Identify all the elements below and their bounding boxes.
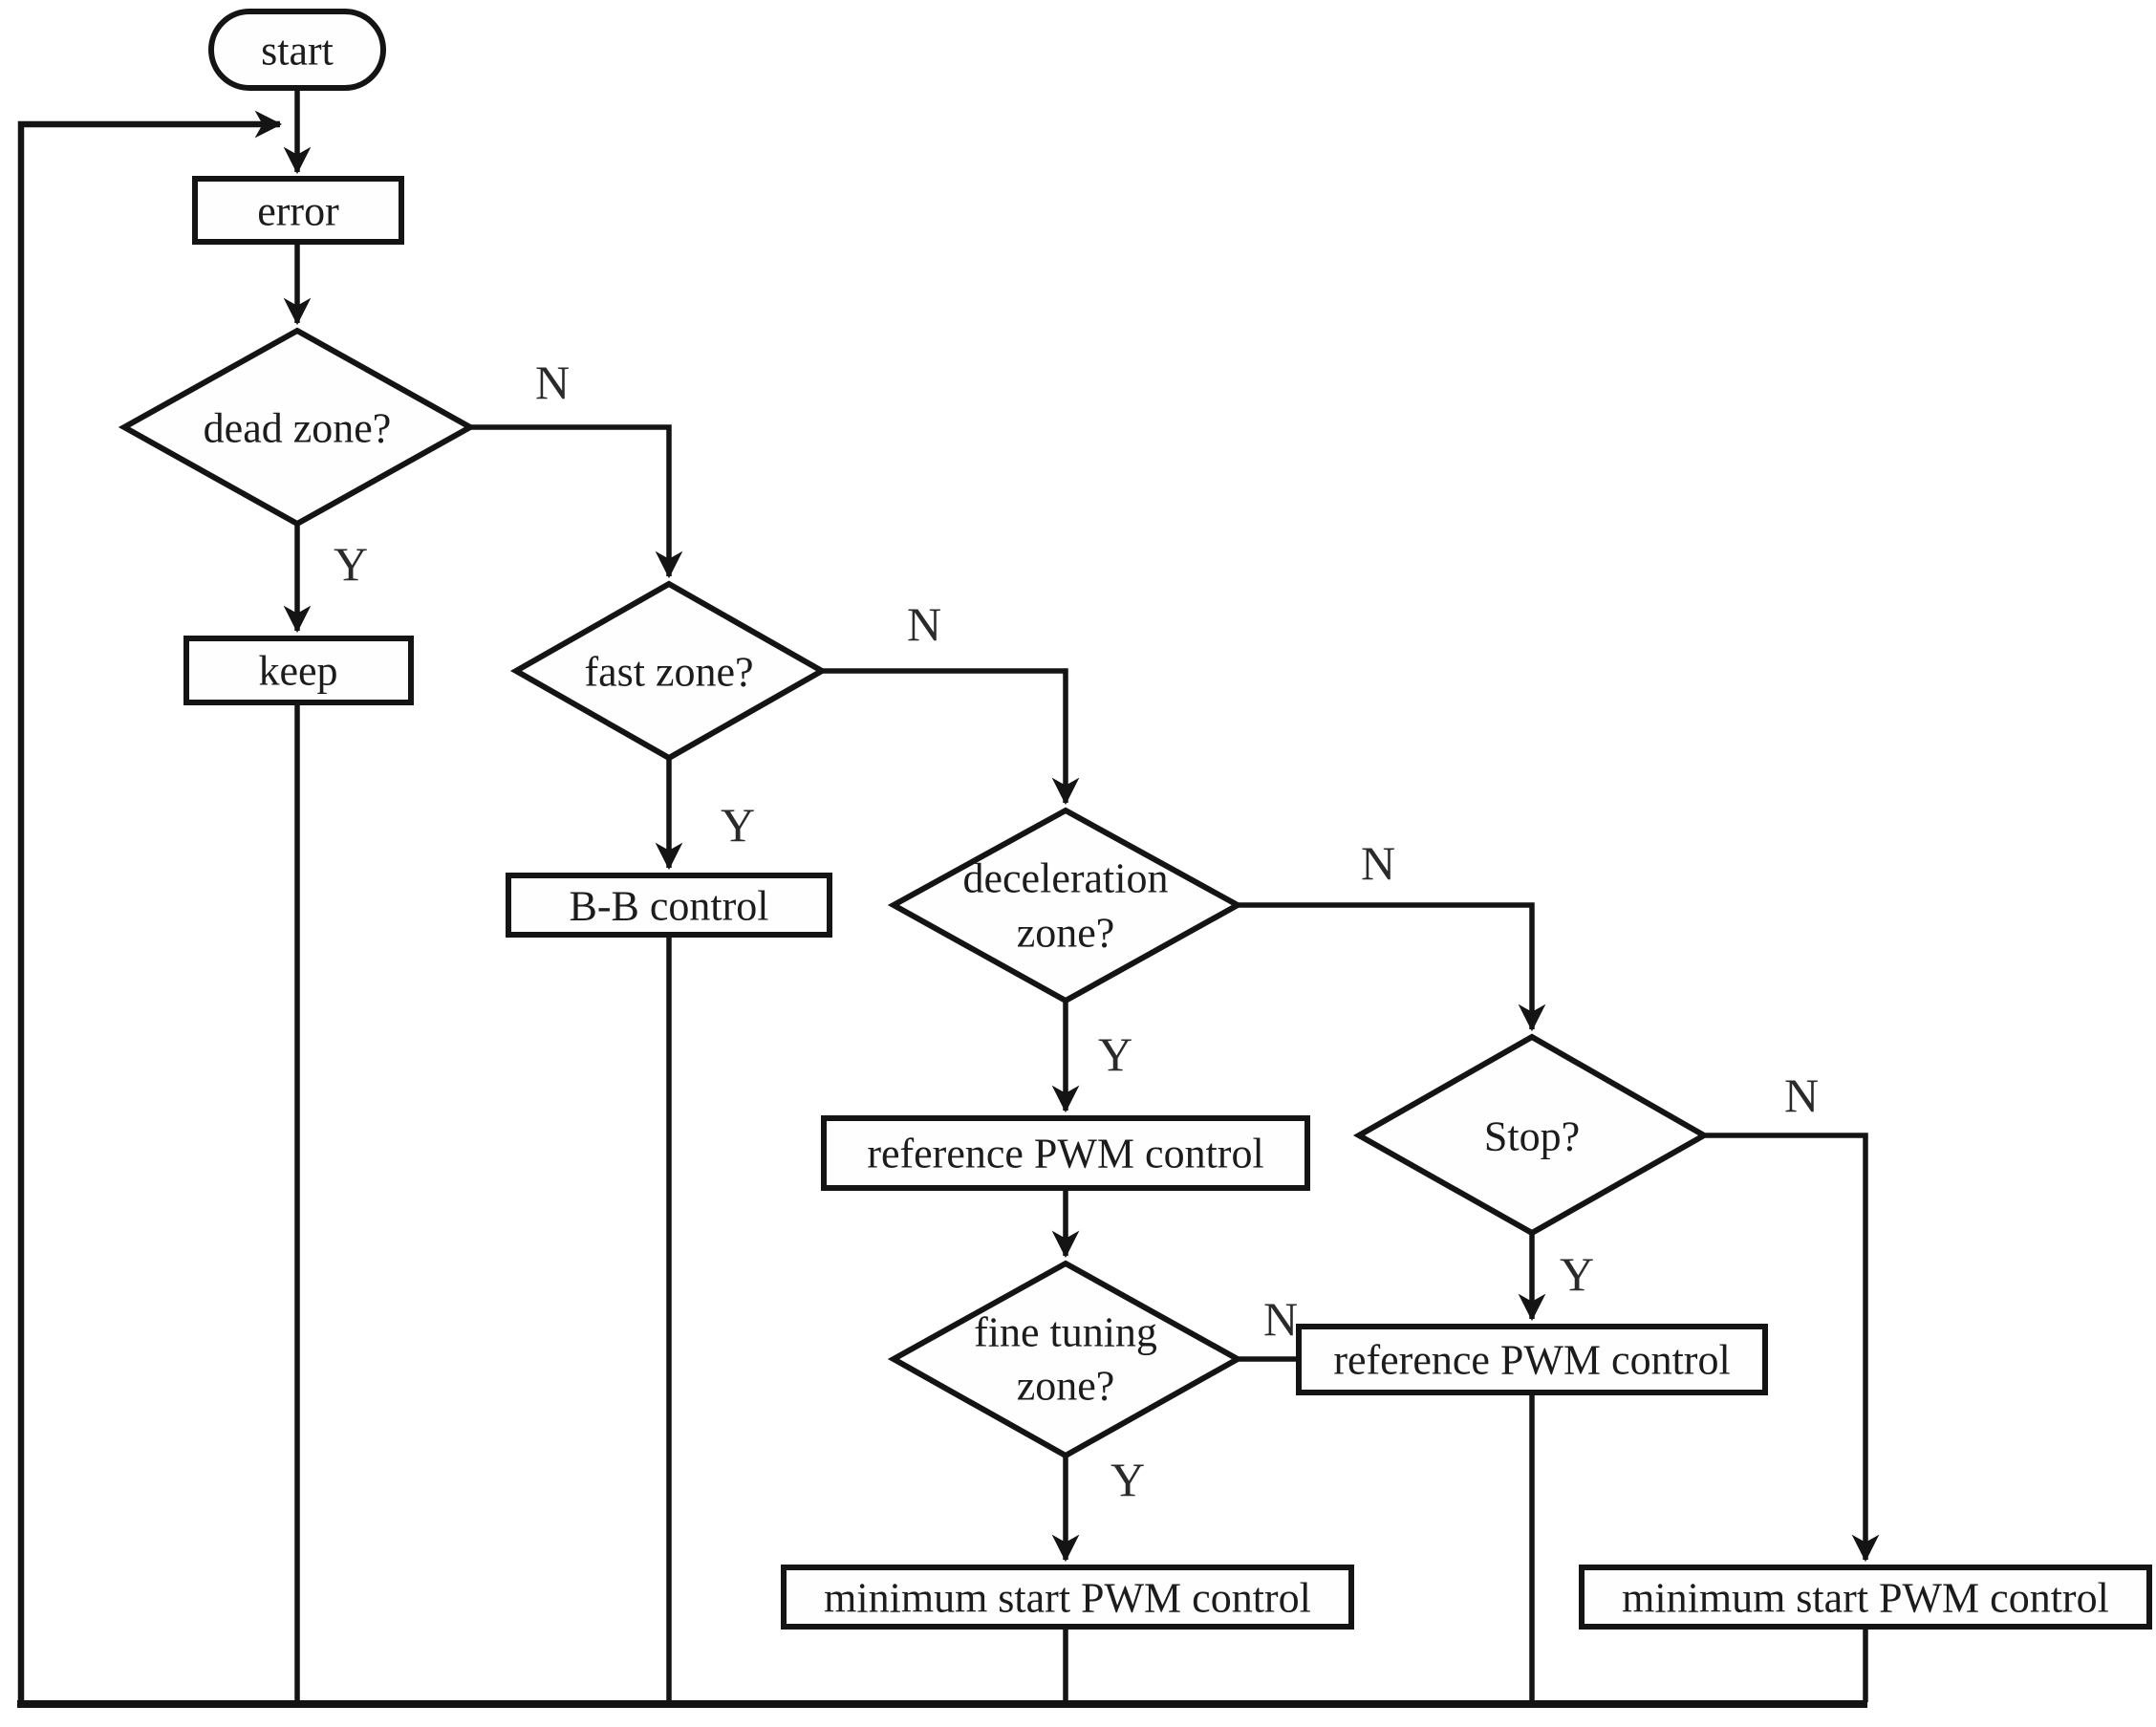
deceleration-zone-label-line1: deceleration — [963, 855, 1169, 902]
node-bb-control: B-B control — [506, 873, 832, 938]
keep-label: keep — [258, 648, 337, 695]
node-stop: Stop? — [1352, 1033, 1711, 1237]
branch-label-fine-tuning-yes: Y — [1110, 1453, 1145, 1506]
fine-tuning-zone-label-line1: fine tuning — [974, 1309, 1157, 1356]
stop-decision-shape — [1352, 1033, 1711, 1237]
reference-pwm-1-label: reference PWM control — [867, 1131, 1263, 1177]
fine-tuning-zone-decision-shape — [887, 1260, 1244, 1459]
dead-zone-decision-shape — [118, 327, 477, 528]
edge-stop-no — [1704, 1133, 1880, 1563]
fast-zone-label: fast zone? — [584, 649, 753, 696]
stop-label: Stop? — [1484, 1113, 1580, 1160]
error-process-shape — [192, 176, 404, 245]
min-start-pwm-right-process-shape — [1579, 1565, 2152, 1630]
min-start-pwm-right-label: minimum start PWM control — [1622, 1575, 2109, 1622]
edge-fast-zone-no — [822, 668, 1080, 806]
min-start-pwm-left-process-shape — [781, 1565, 1354, 1630]
fine-tuning-zone-label-line2: zone? — [1017, 1363, 1115, 1410]
branch-label-fast-zone-no: N — [907, 597, 941, 651]
start-terminator-shape — [208, 9, 386, 91]
node-fine-tuning-zone: fine tuning zone? — [887, 1260, 1244, 1459]
reference-pwm-2-process-shape — [1296, 1324, 1768, 1395]
branch-label-fast-zone-yes: Y — [721, 798, 755, 852]
branch-label-deceleration-yes: Y — [1098, 1027, 1132, 1081]
keep-process-shape — [183, 636, 414, 705]
node-dead-zone: dead zone? — [118, 327, 477, 528]
node-keep: keep — [183, 636, 414, 705]
branch-label-dead-zone-yes: Y — [334, 537, 368, 591]
edge-feedback-loop — [17, 110, 283, 1702]
node-min-start-pwm-left: minimum start PWM control — [781, 1565, 1354, 1630]
node-fast-zone: fast zone? — [509, 580, 829, 762]
branch-label-stop-no: N — [1784, 1069, 1819, 1122]
node-start: start — [208, 9, 386, 91]
reference-pwm-2-label: reference PWM control — [1333, 1337, 1730, 1384]
branch-label-deceleration-no: N — [1361, 836, 1395, 890]
bb-control-process-shape — [506, 873, 832, 938]
node-error: error — [192, 176, 404, 245]
branch-label-fine-tuning-no: N — [1263, 1292, 1298, 1346]
node-reference-pwm-2: reference PWM control — [1296, 1324, 1768, 1395]
branch-label-stop-yes: Y — [1560, 1247, 1594, 1301]
min-start-pwm-left-label: minimum start PWM control — [824, 1575, 1311, 1622]
deceleration-zone-decision-shape — [887, 807, 1244, 1004]
fast-zone-decision-shape — [509, 580, 829, 762]
reference-pwm-1-process-shape — [821, 1115, 1310, 1191]
node-deceleration-zone: deceleration zone? — [887, 807, 1244, 1004]
node-min-start-pwm-right: minimum start PWM control — [1579, 1565, 2152, 1630]
dead-zone-label: dead zone? — [204, 405, 392, 452]
error-label: error — [257, 188, 339, 235]
bb-control-label: B-B control — [570, 883, 769, 930]
branch-label-dead-zone-no: N — [535, 356, 570, 409]
edge-deceleration-no — [1238, 902, 1546, 1032]
edge-dead-zone-no — [470, 424, 683, 579]
deceleration-zone-label-line2: zone? — [1017, 910, 1115, 957]
start-label: start — [261, 28, 334, 75]
node-reference-pwm-1: reference PWM control — [821, 1115, 1310, 1191]
